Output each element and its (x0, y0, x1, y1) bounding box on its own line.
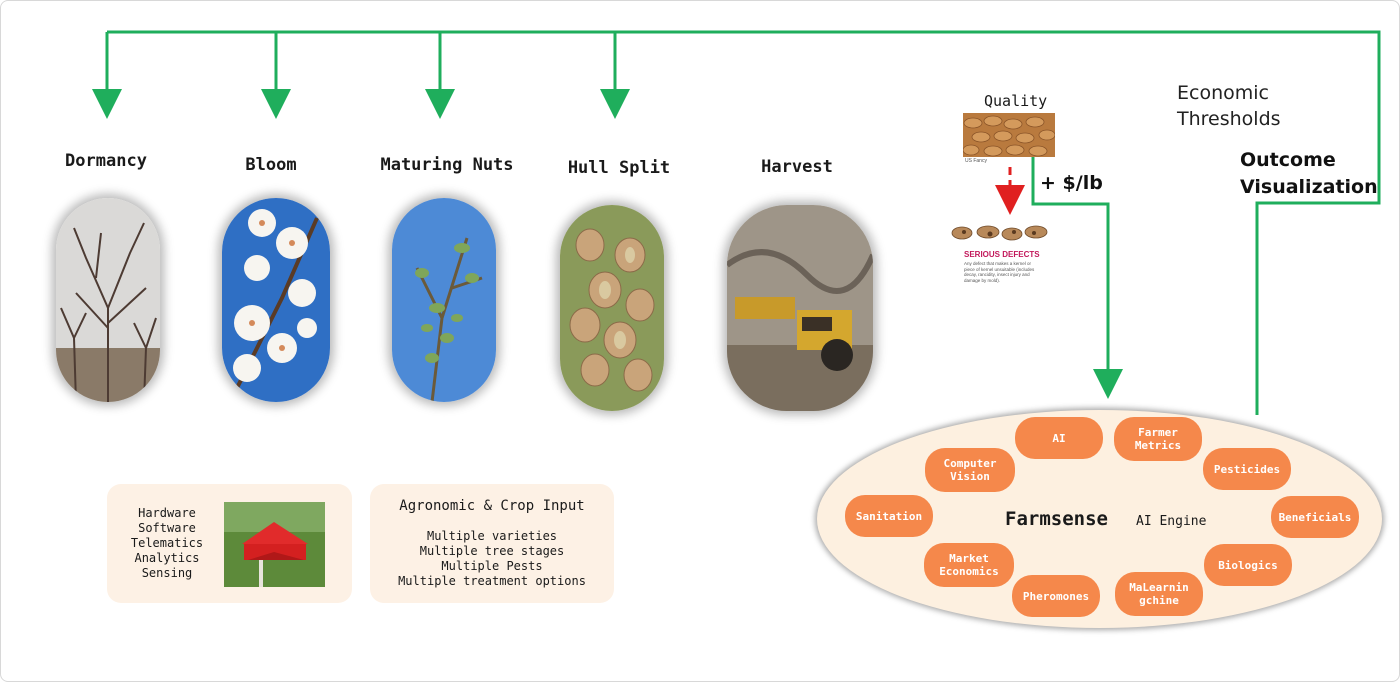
node-machine-learning: MaLearnin gchine (1115, 572, 1203, 616)
dormancy-image (56, 198, 160, 402)
quality-caption: US Fancy (965, 158, 987, 164)
engine-title: Farmsense (1005, 508, 1108, 530)
defective-kernels-image (951, 225, 1048, 241)
quality-to-engine-line (1031, 145, 1123, 399)
maturing-nuts-image (392, 198, 496, 402)
stage-title-maturing-nuts: Maturing Nuts (380, 155, 514, 175)
node-farmer-metrics: Farmer Metrics (1114, 417, 1202, 461)
stage-title-dormancy: Dormancy (65, 151, 147, 171)
agronomic-list: Multiple varieties Multiple tree stages … (370, 529, 614, 589)
node-biologics: Biologics (1204, 544, 1292, 586)
node-pesticides: Pesticides (1203, 448, 1291, 490)
price-label: + $/lb (1040, 172, 1103, 194)
node-computer-vision: Computer Vision (925, 448, 1015, 492)
bloom-image (222, 198, 330, 402)
hardware-item: Hardware (138, 506, 196, 520)
agronomic-item: Multiple treatment options (398, 574, 586, 588)
top-feedback-line (107, 30, 1381, 415)
node-ai: AI (1015, 417, 1103, 459)
engine-subtitle: AI Engine (1136, 514, 1207, 529)
hardware-item: Software (138, 521, 196, 535)
almond-kernels-image (963, 113, 1055, 157)
stage-title-bloom: Bloom (245, 155, 297, 175)
hardware-item: Telematics (130, 536, 204, 550)
stage-title-hull-split: Hull Split (567, 158, 671, 178)
outcome-visualization-label: Outcome Visualization (1240, 149, 1378, 198)
agronomic-item: Multiple Pests (441, 559, 543, 573)
hull-split-image (560, 205, 664, 411)
serious-defects-text: Any defect that makes a kernel or piece … (964, 261, 1035, 283)
quality-label: Quality (984, 92, 1048, 110)
node-beneficials: Beneficials (1271, 496, 1359, 538)
agronomic-title: Agronomic & Crop Input (399, 498, 585, 514)
stage-title-harvest: Harvest (761, 157, 833, 177)
hardware-box: Hardware Software Telematics Analytics S… (107, 484, 352, 603)
hardware-item: Sensing (141, 566, 193, 580)
agronomic-item: Multiple varieties (426, 529, 558, 543)
hardware-item: Analytics (134, 551, 200, 565)
node-market-economics: Market Economics (924, 543, 1014, 587)
economic-thresholds-label: Economic Thresholds (1177, 82, 1281, 130)
node-sanitation: Sanitation (845, 495, 933, 537)
agronomic-item: Multiple tree stages (419, 544, 565, 558)
insect-trap-image (224, 502, 325, 587)
node-pheromones: Pheromones (1012, 575, 1100, 617)
agronomic-box: Agronomic & Crop Input Multiple varietie… (370, 484, 614, 603)
hardware-list: Hardware Software Telematics Analytics S… (107, 506, 227, 581)
serious-defects-title: SERIOUS DEFECTS (964, 250, 1040, 259)
harvest-image (727, 205, 873, 411)
